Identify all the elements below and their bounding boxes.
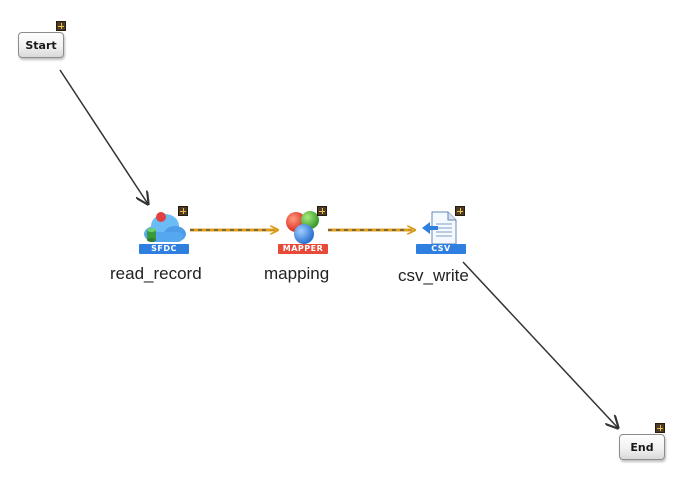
end-node-label: End (630, 440, 654, 454)
end-node[interactable]: End (619, 434, 665, 460)
mapping-label: mapping (264, 264, 330, 283)
csv-document-icon (422, 211, 457, 245)
csv-write-tag: CSV (416, 244, 466, 254)
mapping-tag: MAPPER (278, 244, 328, 254)
mapping-node[interactable]: MAPPER (276, 208, 330, 254)
csv-write-label: csv_write (398, 266, 469, 285)
read-record-tag: SFDC (139, 244, 189, 254)
end-node-expand-icon[interactable] (655, 423, 665, 433)
start-node-label: Start (25, 38, 57, 52)
read-record-expand-icon[interactable] (178, 206, 188, 216)
csv-write-expand-icon[interactable] (455, 206, 465, 216)
process-flow-csv-write-to-end[interactable] (462, 261, 618, 428)
read-record-node[interactable]: SFDC (137, 208, 191, 254)
read-record-label: read_record (110, 264, 202, 283)
process-flow-start-to-read-record[interactable] (59, 69, 148, 204)
cloud-database-icon (144, 212, 186, 242)
mapping-expand-icon[interactable] (317, 206, 327, 216)
start-node-expand-icon[interactable] (56, 21, 66, 31)
mapper-spheres-icon (286, 211, 319, 244)
start-node[interactable]: Start (18, 32, 64, 58)
csv-write-node[interactable]: CSV (414, 208, 468, 254)
